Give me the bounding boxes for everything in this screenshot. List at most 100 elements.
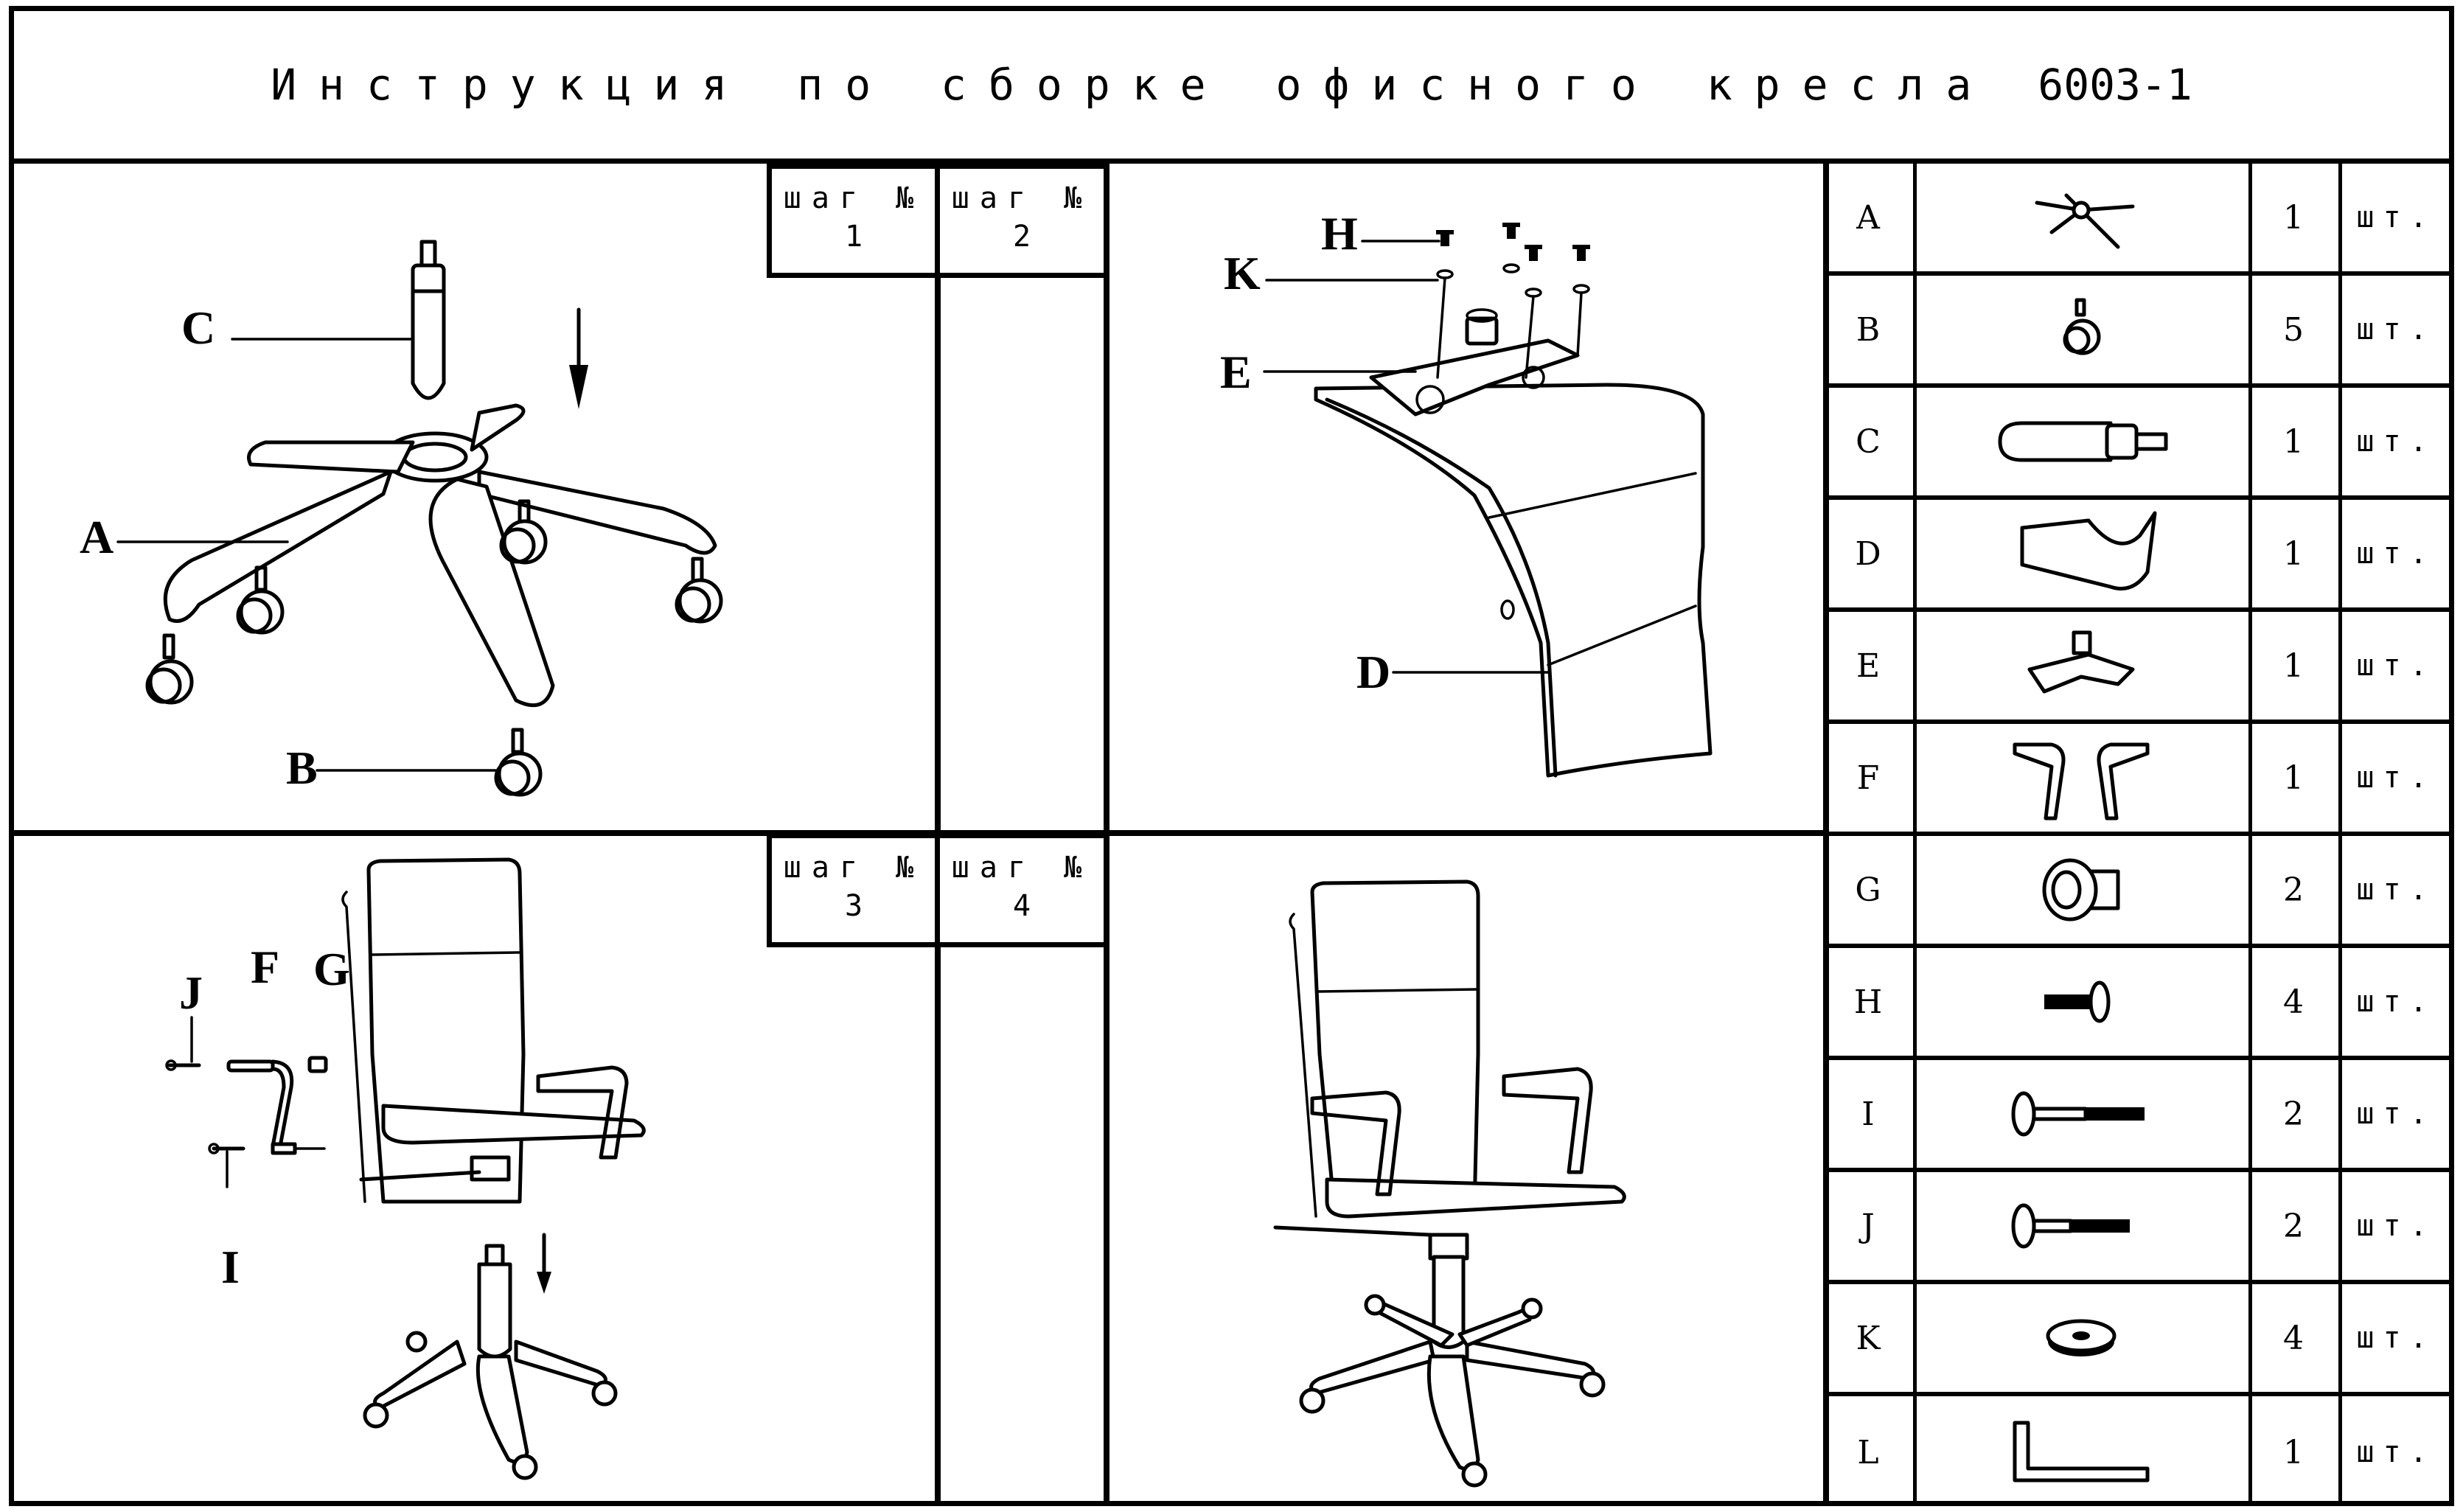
part-letter: F xyxy=(1856,759,1880,797)
part-letter: H xyxy=(1853,983,1883,1021)
part-unit: шт. xyxy=(2356,649,2436,683)
part-qty: 1 xyxy=(2283,647,2304,685)
callout-a: A xyxy=(80,511,114,563)
part-letter: K xyxy=(1856,1319,1881,1357)
part-unit: шт. xyxy=(2356,1209,2436,1243)
part-unit: шт. xyxy=(2356,985,2436,1019)
seat-back-icon xyxy=(1913,500,2248,607)
caster-wheel-icon xyxy=(1913,276,2248,383)
part-qty: 2 xyxy=(2283,1207,2304,1245)
callout-k: K xyxy=(1224,247,1261,299)
step-2-drawing xyxy=(1263,223,1713,778)
parts-row: E 1 шт. xyxy=(1823,612,2454,724)
part-letter: B xyxy=(1856,310,1881,349)
long-bolt-icon xyxy=(1913,1060,2248,1168)
armrest-pair-icon xyxy=(1913,724,2248,832)
star-base-icon xyxy=(1913,164,2248,271)
parts-row: C 1 шт. xyxy=(1823,388,2454,500)
part-letter: C xyxy=(1856,422,1881,461)
parts-row: B 5 шт. xyxy=(1823,276,2454,388)
step-number: 2 xyxy=(1012,220,1031,254)
callout-h: H xyxy=(1321,207,1358,259)
step-1-drawing xyxy=(116,240,723,797)
seat-shell-drawing xyxy=(1314,383,1713,778)
part-qty: 2 xyxy=(2283,1095,2304,1133)
part-letter: I xyxy=(1861,1095,1875,1133)
part-qty: 1 xyxy=(2283,422,2304,461)
part-letter: D xyxy=(1855,534,1881,573)
step-number: 3 xyxy=(844,889,863,923)
part-letter: G xyxy=(1855,871,1881,909)
part-qty: 4 xyxy=(2283,983,2304,1021)
parts-row: D 1 шт. xyxy=(1823,500,2454,612)
part-qty: 1 xyxy=(2283,534,2304,573)
mechanism-drawing xyxy=(1369,308,1580,417)
base-drawing xyxy=(363,1244,618,1480)
callout-e: E xyxy=(1220,346,1252,398)
short-bolt-icon xyxy=(1913,948,2248,1056)
gas-lift-drawing xyxy=(411,240,446,400)
part-qty: 5 xyxy=(2283,310,2304,349)
parts-row: A 1 шт. xyxy=(1823,164,2454,276)
part-unit: шт. xyxy=(2356,201,2436,234)
callout-b: B xyxy=(286,742,318,794)
callout-c: C xyxy=(181,302,216,354)
step-number: 1 xyxy=(844,220,863,254)
armrest-exploded-drawing xyxy=(165,1056,328,1155)
part-unit: шт. xyxy=(2356,313,2436,346)
title-bar: Инструкция по сборке офисного кресла 600… xyxy=(9,6,2454,164)
gas-lift-icon xyxy=(1913,388,2248,495)
parts-table: A 1 шт. B 5 шт. C 1 шт. D 1 шт. E 1 xyxy=(1823,164,2454,1506)
step-label: шаг № xyxy=(783,181,924,215)
step-3-drawing xyxy=(165,857,646,1480)
parts-row: J 2 шт. xyxy=(1823,1172,2454,1284)
bolts-drawing xyxy=(1436,223,1590,379)
model-number: 6003-1 xyxy=(2038,60,2192,110)
tilt-mechanism-icon xyxy=(1913,612,2248,720)
star-base-drawing xyxy=(163,403,717,708)
part-qty: 2 xyxy=(2283,871,2304,909)
spacer-cap-icon xyxy=(1913,836,2248,944)
parts-row: F 1 шт. xyxy=(1823,724,2454,836)
step-4-drawing xyxy=(1273,879,1626,1488)
callout-j: J xyxy=(179,966,203,1019)
caster-group xyxy=(145,499,723,797)
part-unit: шт. xyxy=(2356,537,2436,571)
medium-bolt-icon xyxy=(1913,1172,2248,1280)
assembled-chair-drawing xyxy=(1273,879,1626,1488)
callout-i: I xyxy=(221,1241,240,1293)
part-letter: E xyxy=(1856,647,1881,685)
part-unit: шт. xyxy=(2356,1435,2436,1469)
part-unit: шт. xyxy=(2356,1321,2436,1355)
part-qty: 1 xyxy=(2283,198,2304,237)
part-qty: 1 xyxy=(2283,1433,2304,1471)
parts-row: K 4 шт. xyxy=(1823,1284,2454,1396)
part-qty: 4 xyxy=(2283,1319,2304,1357)
callout-g: G xyxy=(313,943,350,995)
parts-row: L 1 шт. xyxy=(1823,1396,2454,1508)
step-label: шаг № xyxy=(783,851,924,885)
parts-row: I 2 шт. xyxy=(1823,1060,2454,1172)
parts-row: H 4 шт. xyxy=(1823,948,2454,1060)
part-qty: 1 xyxy=(2283,759,2304,797)
part-letter: A xyxy=(1856,198,1880,237)
step-label: шаг № xyxy=(951,181,1093,215)
part-letter: J xyxy=(1861,1207,1875,1245)
step-3-box: шаг № 3 xyxy=(767,833,941,947)
part-unit: шт. xyxy=(2356,873,2436,907)
step-label: шаг № xyxy=(951,851,1093,885)
part-unit: шт. xyxy=(2356,425,2436,459)
page-title: Инструкция по сборке офисного кресла xyxy=(271,60,1994,110)
washer-icon xyxy=(1913,1284,2248,1392)
parts-row: G 2 шт. xyxy=(1823,836,2454,948)
callout-d: D xyxy=(1356,646,1391,698)
step-4-box: шаг № 4 xyxy=(935,833,1109,947)
backrest-drawing xyxy=(341,857,526,1204)
part-unit: шт. xyxy=(2356,761,2436,795)
part-unit: шт. xyxy=(2356,1097,2436,1131)
part-letter: L xyxy=(1857,1433,1879,1471)
step-number: 4 xyxy=(1012,889,1031,923)
step-2-box: шаг № 2 xyxy=(935,164,1109,278)
callout-f: F xyxy=(251,941,280,993)
hex-key-icon xyxy=(1913,1396,2248,1508)
